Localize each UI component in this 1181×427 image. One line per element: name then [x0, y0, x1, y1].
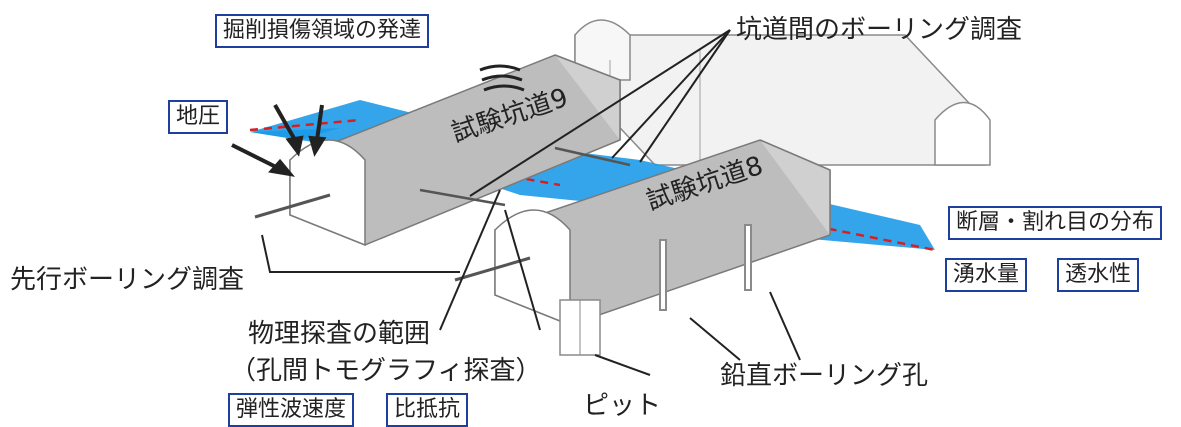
inter-tunnel-boring-label: 坑道間のボーリング調査 [736, 15, 1023, 45]
geophysics-range-label: 物理探査の範囲 [248, 319, 431, 349]
vertical-borehole-label: 鉛直ボーリング孔 [720, 361, 929, 391]
earth-pressure-box: 地圧 [168, 100, 229, 134]
advance-boreholes [254, 193, 531, 282]
tunnel-8 [494, 139, 831, 327]
permeability-box: 透水性 [1057, 258, 1140, 292]
damage-wave-icon [479, 64, 525, 92]
pit [559, 299, 601, 356]
advance-boring-label: 先行ボーリング調査 [10, 265, 245, 295]
tunnel-9 [289, 54, 621, 247]
vertical-boreholes [659, 224, 752, 311]
pressure-arrows [231, 104, 327, 177]
resistivity-box: 比抵抗 [386, 393, 469, 427]
pit-label: ピット [583, 391, 662, 421]
fault-distribution-box: 断層・割れ目の分布 [948, 206, 1163, 240]
damage-zone-box: 掘削損傷領域の発達 [215, 14, 430, 48]
water-inflow-box: 湧水量 [945, 258, 1028, 292]
tomography-label: （孔間トモグラフィ探査） [230, 356, 542, 386]
elastic-velocity-box: 弾性波速度 [228, 393, 355, 427]
inter-tunnel-boreholes [419, 146, 631, 207]
back-tunnels [574, 19, 991, 166]
pointer-lines [261, 29, 801, 376]
